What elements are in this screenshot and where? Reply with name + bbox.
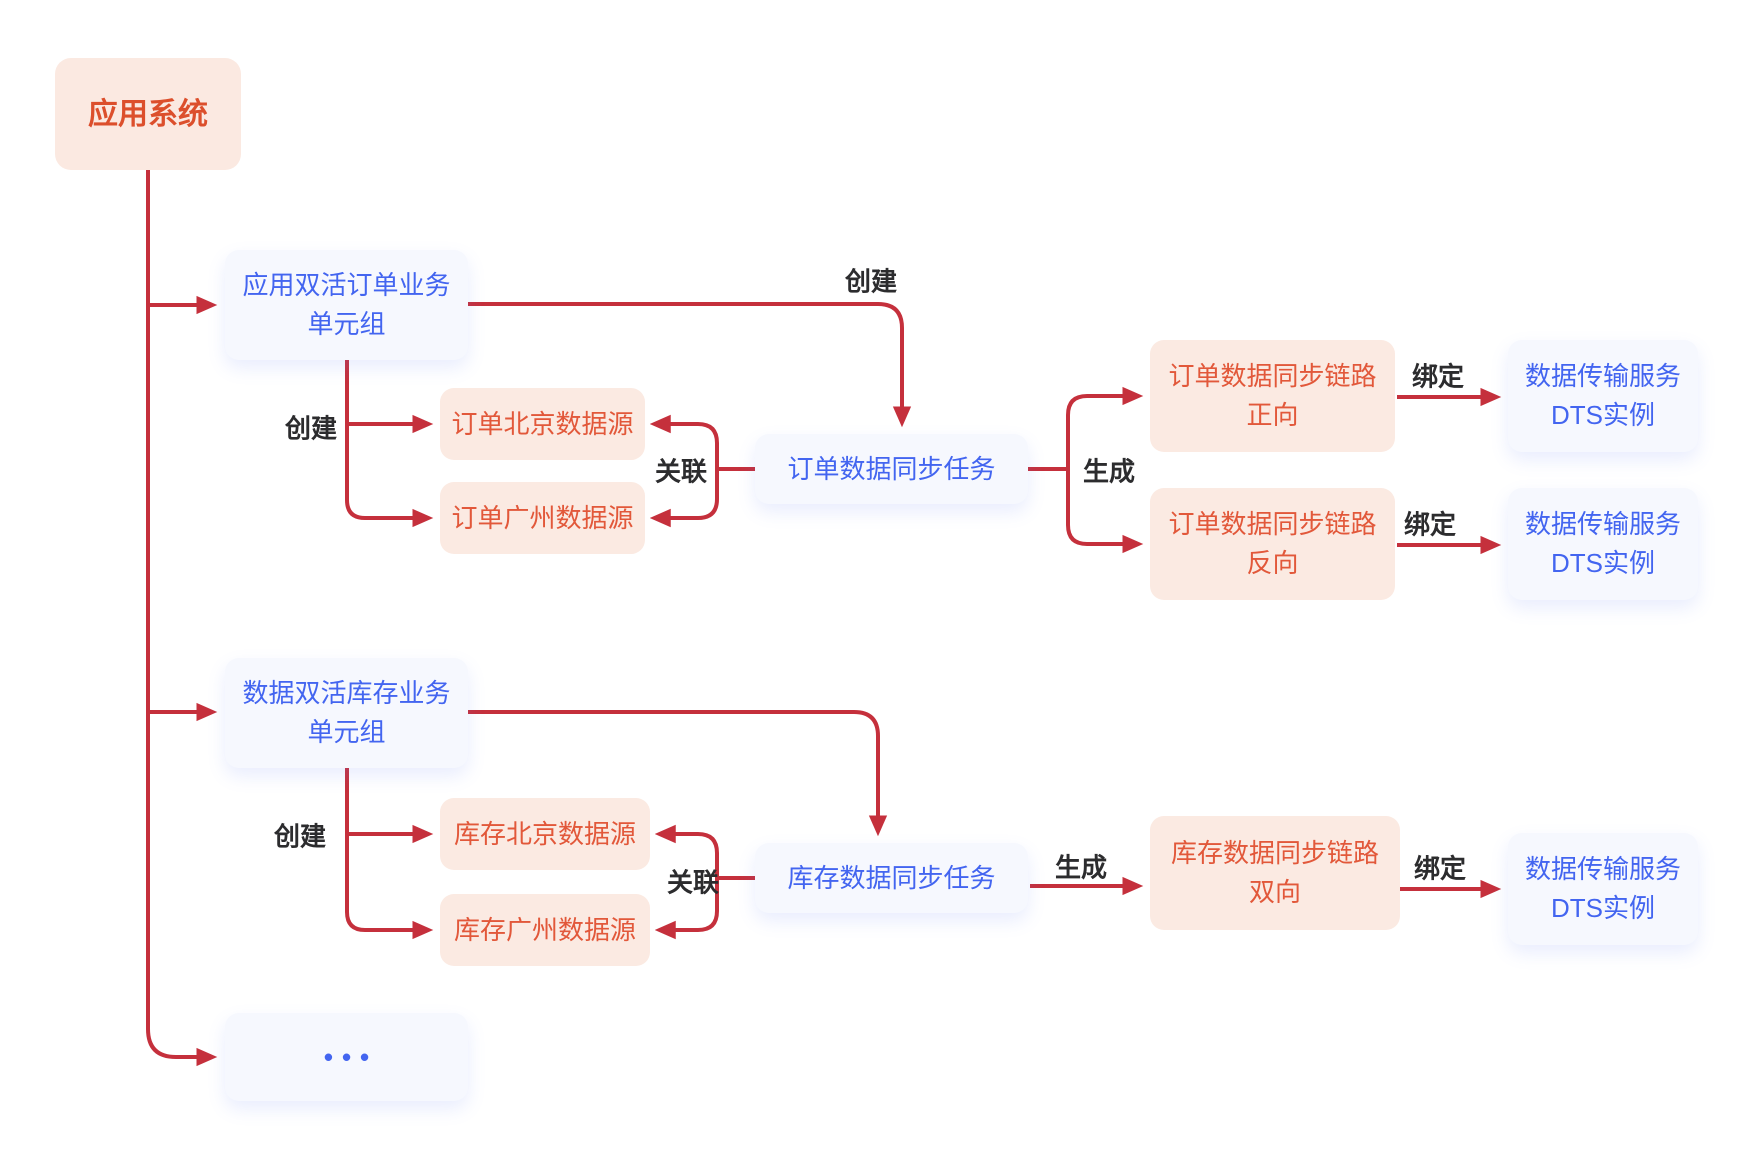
- node-dts-instance-2: 数据传输服务 DTS实例: [1508, 488, 1698, 600]
- node-inventory-sync-task: 库存数据同步任务: [755, 843, 1028, 913]
- connector-create-order-bj: [345, 360, 434, 434]
- connector-create-order-gz: [345, 424, 434, 528]
- node-order-guangzhou-source: 订单广州数据源: [440, 482, 645, 554]
- node-order-link-forward: 订单数据同步链路 正向: [1150, 340, 1395, 452]
- connector-create-inventory-gz: [345, 834, 434, 940]
- edge-label-create-inventory-sources: 创建: [273, 821, 327, 852]
- edge-label-create-order-task: 创建: [844, 266, 898, 297]
- node-order-sync-task: 订单数据同步任务: [755, 434, 1028, 504]
- connector-trunk: [146, 170, 218, 1067]
- connector-create-inventory-bj: [345, 768, 434, 844]
- edge-label-bind-bidirectional: 绑定: [1413, 853, 1467, 884]
- edge-label-bind-forward: 绑定: [1411, 361, 1465, 392]
- node-order-beijing-source: 订单北京数据源: [440, 388, 645, 460]
- node-order-link-reverse: 订单数据同步链路 反向: [1150, 488, 1395, 600]
- node-ellipsis: •••: [225, 1013, 468, 1101]
- edge-label-associate-inventory: 关联: [666, 867, 720, 898]
- node-dts-instance-1: 数据传输服务 DTS实例: [1508, 340, 1698, 452]
- edge-label-create-order-sources: 创建: [284, 413, 338, 444]
- node-inventory-beijing-source: 库存北京数据源: [440, 798, 650, 870]
- node-order-unit-group: 应用双活订单业务 单元组: [225, 250, 468, 360]
- edge-label-generate-inventory: 生成: [1054, 852, 1108, 883]
- edge-label-associate-order: 关联: [654, 456, 708, 487]
- node-inventory-link-bidirectional: 库存数据同步链路 双向: [1150, 816, 1400, 930]
- node-app-system: 应用系统: [55, 58, 241, 170]
- node-inventory-unit-group: 数据双活库存业务 单元组: [225, 658, 468, 768]
- edge-label-bind-reverse: 绑定: [1403, 509, 1457, 540]
- node-dts-instance-3: 数据传输服务 DTS实例: [1508, 833, 1698, 945]
- node-inventory-guangzhou-source: 库存广州数据源: [440, 894, 650, 966]
- edge-label-generate-order: 生成: [1082, 456, 1136, 487]
